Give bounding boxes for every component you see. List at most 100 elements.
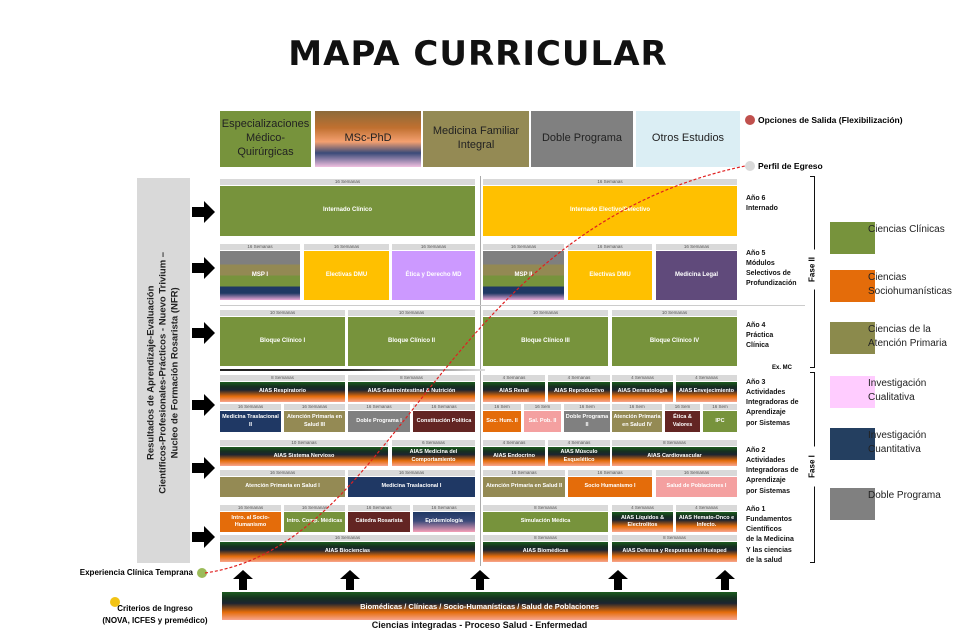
legend-label: Ciencias Clínicas <box>868 224 945 235</box>
course-weeks: 4 Semanas <box>612 375 673 381</box>
row-divider <box>220 369 485 371</box>
course-weeks: 8 Semanas <box>348 375 475 381</box>
course-weeks: 10 Semanas <box>220 310 345 316</box>
arrow-up-icon <box>715 570 735 595</box>
semester-divider <box>480 176 481 566</box>
course-label: Atención Primaria en Salud III <box>284 411 345 432</box>
course-weeks: 16 Semanas <box>284 505 345 511</box>
course-label: Medicina Traslacional I <box>348 477 475 497</box>
course-label: Sal. Pob. II <box>524 411 561 432</box>
legend-label: Doble Programa <box>868 490 941 501</box>
year-label-line: Fundamentos <box>746 516 792 524</box>
course-weeks: 16 Semanas <box>568 470 652 476</box>
course-label: AIAS Biomédicas <box>483 542 608 562</box>
legend-label: Ciencias de la Atención Primaria <box>868 324 947 349</box>
base-caption: Ciencias integradas - Proceso Salud - En… <box>371 620 588 630</box>
course-label: AIAS Líquidos & Electrolitos <box>612 512 673 532</box>
course-label: Simulación Médica <box>483 512 608 532</box>
legend-swatch <box>830 270 875 302</box>
salida-msc-phd: MSc-PhD <box>315 111 421 167</box>
arrow-right-icon <box>192 257 216 284</box>
course-weeks: 16 Sem <box>612 404 662 410</box>
year-label-line: Y las ciencias <box>746 546 792 554</box>
ex-mc-label: Ex. MC <box>772 365 793 371</box>
course-label: Intro. al Socio-Humanismo <box>220 512 281 532</box>
course-weeks: 10 Semanas <box>348 310 475 316</box>
course-weeks: 10 Semanas <box>612 310 737 316</box>
course-weeks: 16 Semanas <box>656 470 737 476</box>
course-label: Constitución Política <box>413 411 475 432</box>
course-label: Intro. Comp. Médicas <box>284 512 345 532</box>
salida-marker-label: Opciones de Salida (Flexibilización) <box>758 115 903 125</box>
course-weeks: 16 Semanas <box>284 404 345 410</box>
year-label-line: Científicos <box>746 526 782 534</box>
course-label: AIAS Hemato-Onco e Infecto. <box>676 512 737 532</box>
course-weeks: 16 Semanas <box>413 404 475 410</box>
course-weeks: 8 Semanas <box>483 535 608 541</box>
course-weeks: 8 Semanas <box>612 440 737 446</box>
salida-medicina-familiar: Medicina Familiar Integral <box>423 111 529 167</box>
year-label-line: de la salud <box>746 556 783 564</box>
legend-label: Ciencias Sociohumanísticas <box>868 272 952 297</box>
course-weeks: 16 Semanas <box>304 244 389 250</box>
year-label-line: por Sistemas <box>746 419 790 427</box>
course-label: AIAS Respiratorio <box>220 382 345 402</box>
course-weeks: 6 Semanas <box>392 440 475 446</box>
course-label: AIAS Envejecimiento <box>676 382 737 402</box>
course-label: MSP I <box>220 251 300 300</box>
year-label-line: Integradoras de <box>746 467 799 475</box>
course-weeks: 8 Semanas <box>220 375 345 381</box>
experiencia-marker-icon <box>197 568 207 578</box>
course-weeks: 16 Semanas <box>220 179 475 185</box>
year-label-line: Clínica <box>746 342 769 350</box>
course-label: Ética & Valores <box>665 411 700 432</box>
course-weeks: 16 Semanas <box>220 244 300 250</box>
course-label: Doble Programa I <box>348 411 410 432</box>
course-weeks: 10 Semanas <box>220 440 388 446</box>
course-label: Socio Humanismo I <box>568 477 652 497</box>
year-label-line: Internado <box>746 205 778 213</box>
year-label-line: por Sistemas <box>746 487 790 495</box>
course-label: AIAS Biociencias <box>220 542 475 562</box>
arrow-right-icon <box>192 201 216 228</box>
legend-label: Investigación Cuantitativa <box>868 430 927 455</box>
course-weeks: 16 Semanas <box>413 505 475 511</box>
course-label: Bloque Clínico I <box>220 317 345 366</box>
course-weeks: 16 Semanas <box>656 244 737 250</box>
year-label-line: Aprendizaje <box>746 477 786 485</box>
year-label-line: Selectivos de <box>746 270 791 278</box>
course-label: IPC <box>703 411 737 432</box>
course-label: Medicina Traslacional II <box>220 411 281 432</box>
course-weeks: 16 Semanas <box>483 244 564 250</box>
course-weeks: 16 Sem <box>483 404 521 410</box>
course-label: Electivas DMU <box>568 251 652 300</box>
course-label: Doble Programa II <box>564 411 610 432</box>
course-weeks: 16 Semanas <box>220 505 281 511</box>
course-weeks: 16 Semanas <box>483 470 565 476</box>
course-weeks: 4 Semanas <box>548 375 610 381</box>
